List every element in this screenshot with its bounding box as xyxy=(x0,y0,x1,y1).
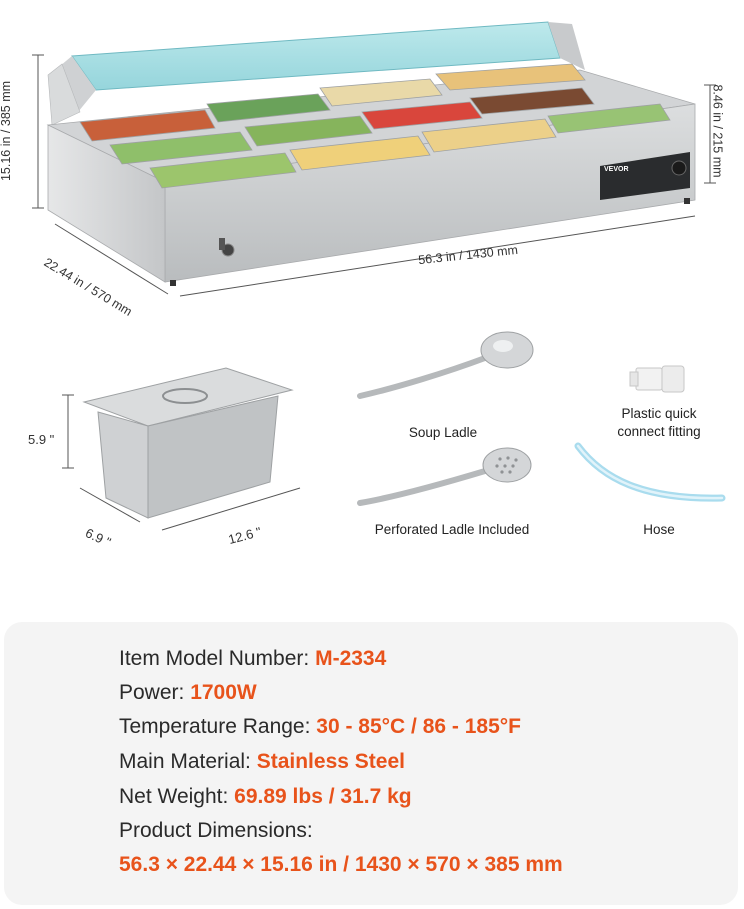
perforated-ladle-label: Perforated Ladle Included xyxy=(374,522,530,537)
spec-dimensions-value: 56.3 × 22.44 × 15.16 in / 1430 × 570 × 3… xyxy=(119,853,563,876)
spec-weight-value: 69.89 lbs / 31.7 kg xyxy=(234,785,412,808)
spec-power-label: Power: xyxy=(119,681,191,704)
spec-temperature-label: Temperature Range: xyxy=(119,715,317,738)
soup-ladle-icon xyxy=(357,331,534,399)
spec-material-label: Main Material: xyxy=(119,750,257,773)
quick-connect-fitting-icon xyxy=(629,365,685,393)
spec-material-value: Stainless Steel xyxy=(256,750,405,773)
height-dimension-label: 15.16 in / 385 mm xyxy=(0,80,14,182)
spec-dimensions-label: Product Dimensions: xyxy=(119,819,313,842)
fitting-label-line2: connect fitting xyxy=(617,424,701,439)
gastronorm-pan-illustration xyxy=(62,367,301,531)
spec-material-row: Main Material: Stainless Steel xyxy=(119,750,405,774)
panel-height-dimension-label: 8.46 in / 215 mm xyxy=(710,84,725,178)
spec-model-label: Item Model Number: xyxy=(119,647,316,670)
temperature-knob-icon xyxy=(671,160,687,176)
spec-weight-label: Net Weight: xyxy=(119,785,235,808)
dimension-lines xyxy=(32,54,716,297)
food-pans xyxy=(79,63,671,189)
perforated-ladle-icon xyxy=(357,447,532,506)
hose-label: Hose xyxy=(643,522,675,537)
fitting-label-line1: Plastic quick xyxy=(621,406,697,421)
spec-power-value: 1700W xyxy=(190,681,257,704)
svg-text:VEVOR: VEVOR xyxy=(604,166,629,173)
spec-weight-row: Net Weight: 69.89 lbs / 31.7 kg xyxy=(119,785,412,809)
spec-temperature-row: Temperature Range: 30 - 85°C / 86 - 185°… xyxy=(119,715,521,739)
spec-temperature-value: 30 - 85°C / 86 - 185°F xyxy=(316,715,522,738)
pan-height-label: 5.9 " xyxy=(28,432,55,447)
hose-icon xyxy=(574,442,726,502)
spec-power-row: Power: 1700W xyxy=(119,681,257,705)
food-warmer-illustration: VEVOR xyxy=(32,21,716,297)
spec-model-row: Item Model Number: M-2334 xyxy=(119,647,386,671)
spec-panel xyxy=(4,622,738,905)
spec-model-value: M-2334 xyxy=(315,647,387,670)
soup-ladle-label: Soup Ladle xyxy=(408,425,478,440)
control-panel xyxy=(600,152,690,200)
